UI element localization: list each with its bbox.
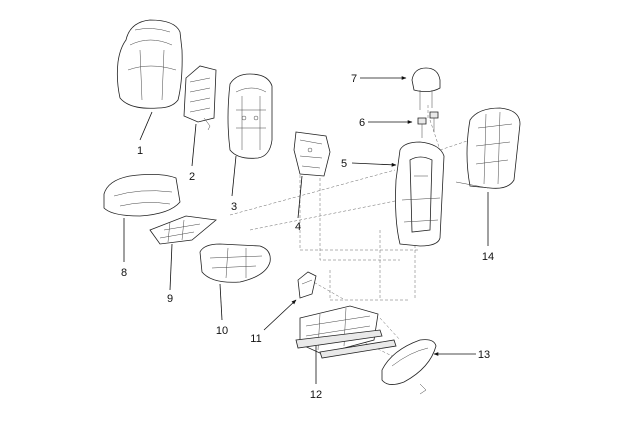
part-6-headrest-guides [417, 111, 439, 138]
callout-11: 11 [250, 333, 261, 345]
part-14-back-board [455, 107, 521, 189]
callout-12: 12 [310, 389, 322, 401]
part-13-side-cover [381, 339, 437, 395]
assembly-guide-lines [229, 105, 471, 361]
part-11-trim [297, 271, 317, 299]
part-12-seat-track [295, 305, 397, 359]
part-2-seatback-heater [183, 65, 217, 131]
callout-labels: 1 2 3 4 5 6 7 8 9 10 11 12 13 14 [121, 73, 494, 401]
callout-13: 13 [478, 349, 490, 361]
part-8-cushion-cover [103, 174, 181, 217]
callout-8: 8 [121, 267, 127, 279]
part-1-seatback-cover [116, 19, 183, 109]
callout-6: 6 [359, 117, 365, 129]
callout-5: 5 [341, 158, 347, 170]
callout-9: 9 [167, 293, 173, 305]
callout-3: 3 [231, 201, 237, 213]
part-10-cushion-pad [199, 243, 271, 283]
leader-lines [123, 76, 489, 384]
callout-1: 1 [137, 145, 143, 157]
part-5-seatback-frame [395, 141, 445, 247]
callout-10: 10 [216, 325, 228, 337]
callout-14: 14 [482, 251, 494, 263]
part-3-seatback-pad [227, 73, 273, 159]
callout-4: 4 [295, 221, 301, 233]
part-7-headrest [411, 67, 441, 110]
callout-2: 2 [189, 171, 195, 183]
callout-7: 7 [351, 73, 357, 85]
part-4-side-bracket [293, 131, 331, 177]
part-9-cushion-heater [149, 215, 217, 245]
